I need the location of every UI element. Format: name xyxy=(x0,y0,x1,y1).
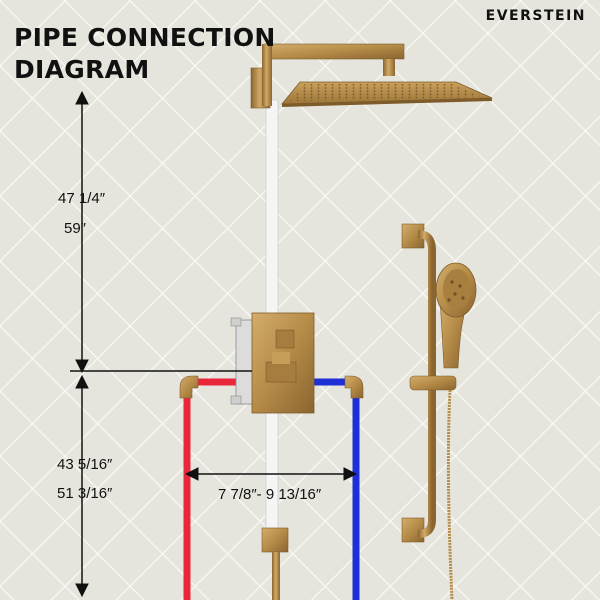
width-dimension-label: 7 7/8″- 9 13/16″ xyxy=(218,486,322,503)
dimension-upper-arrow xyxy=(75,90,89,374)
hand-shower-icon xyxy=(435,262,477,369)
brand-logo: EVERSTEIN xyxy=(485,8,586,24)
diverter-valve-icon xyxy=(251,312,315,414)
lower-dimension-alt-label: 51 3/16″ xyxy=(57,485,113,502)
dimension-lower-arrow xyxy=(75,374,89,598)
water-outlet-icon xyxy=(261,527,289,600)
slide-bar-icon xyxy=(401,223,457,601)
dimension-width-arrow xyxy=(184,467,358,481)
diagram-title: PIPE CONNECTION DIAGRAM xyxy=(14,22,276,86)
elbow-fitting-icon xyxy=(179,375,364,399)
title-line-1: PIPE CONNECTION xyxy=(14,23,276,52)
title-line-2: DIAGRAM xyxy=(14,55,150,84)
upper-dimension-alt-label: 59″ xyxy=(64,220,86,237)
lower-dimension-label: 43 5/16″ xyxy=(57,456,113,473)
upper-dimension-label: 47 1/4″ xyxy=(58,190,106,207)
rain-shower-head-icon xyxy=(281,81,493,107)
shower-arm-icon xyxy=(250,43,405,109)
